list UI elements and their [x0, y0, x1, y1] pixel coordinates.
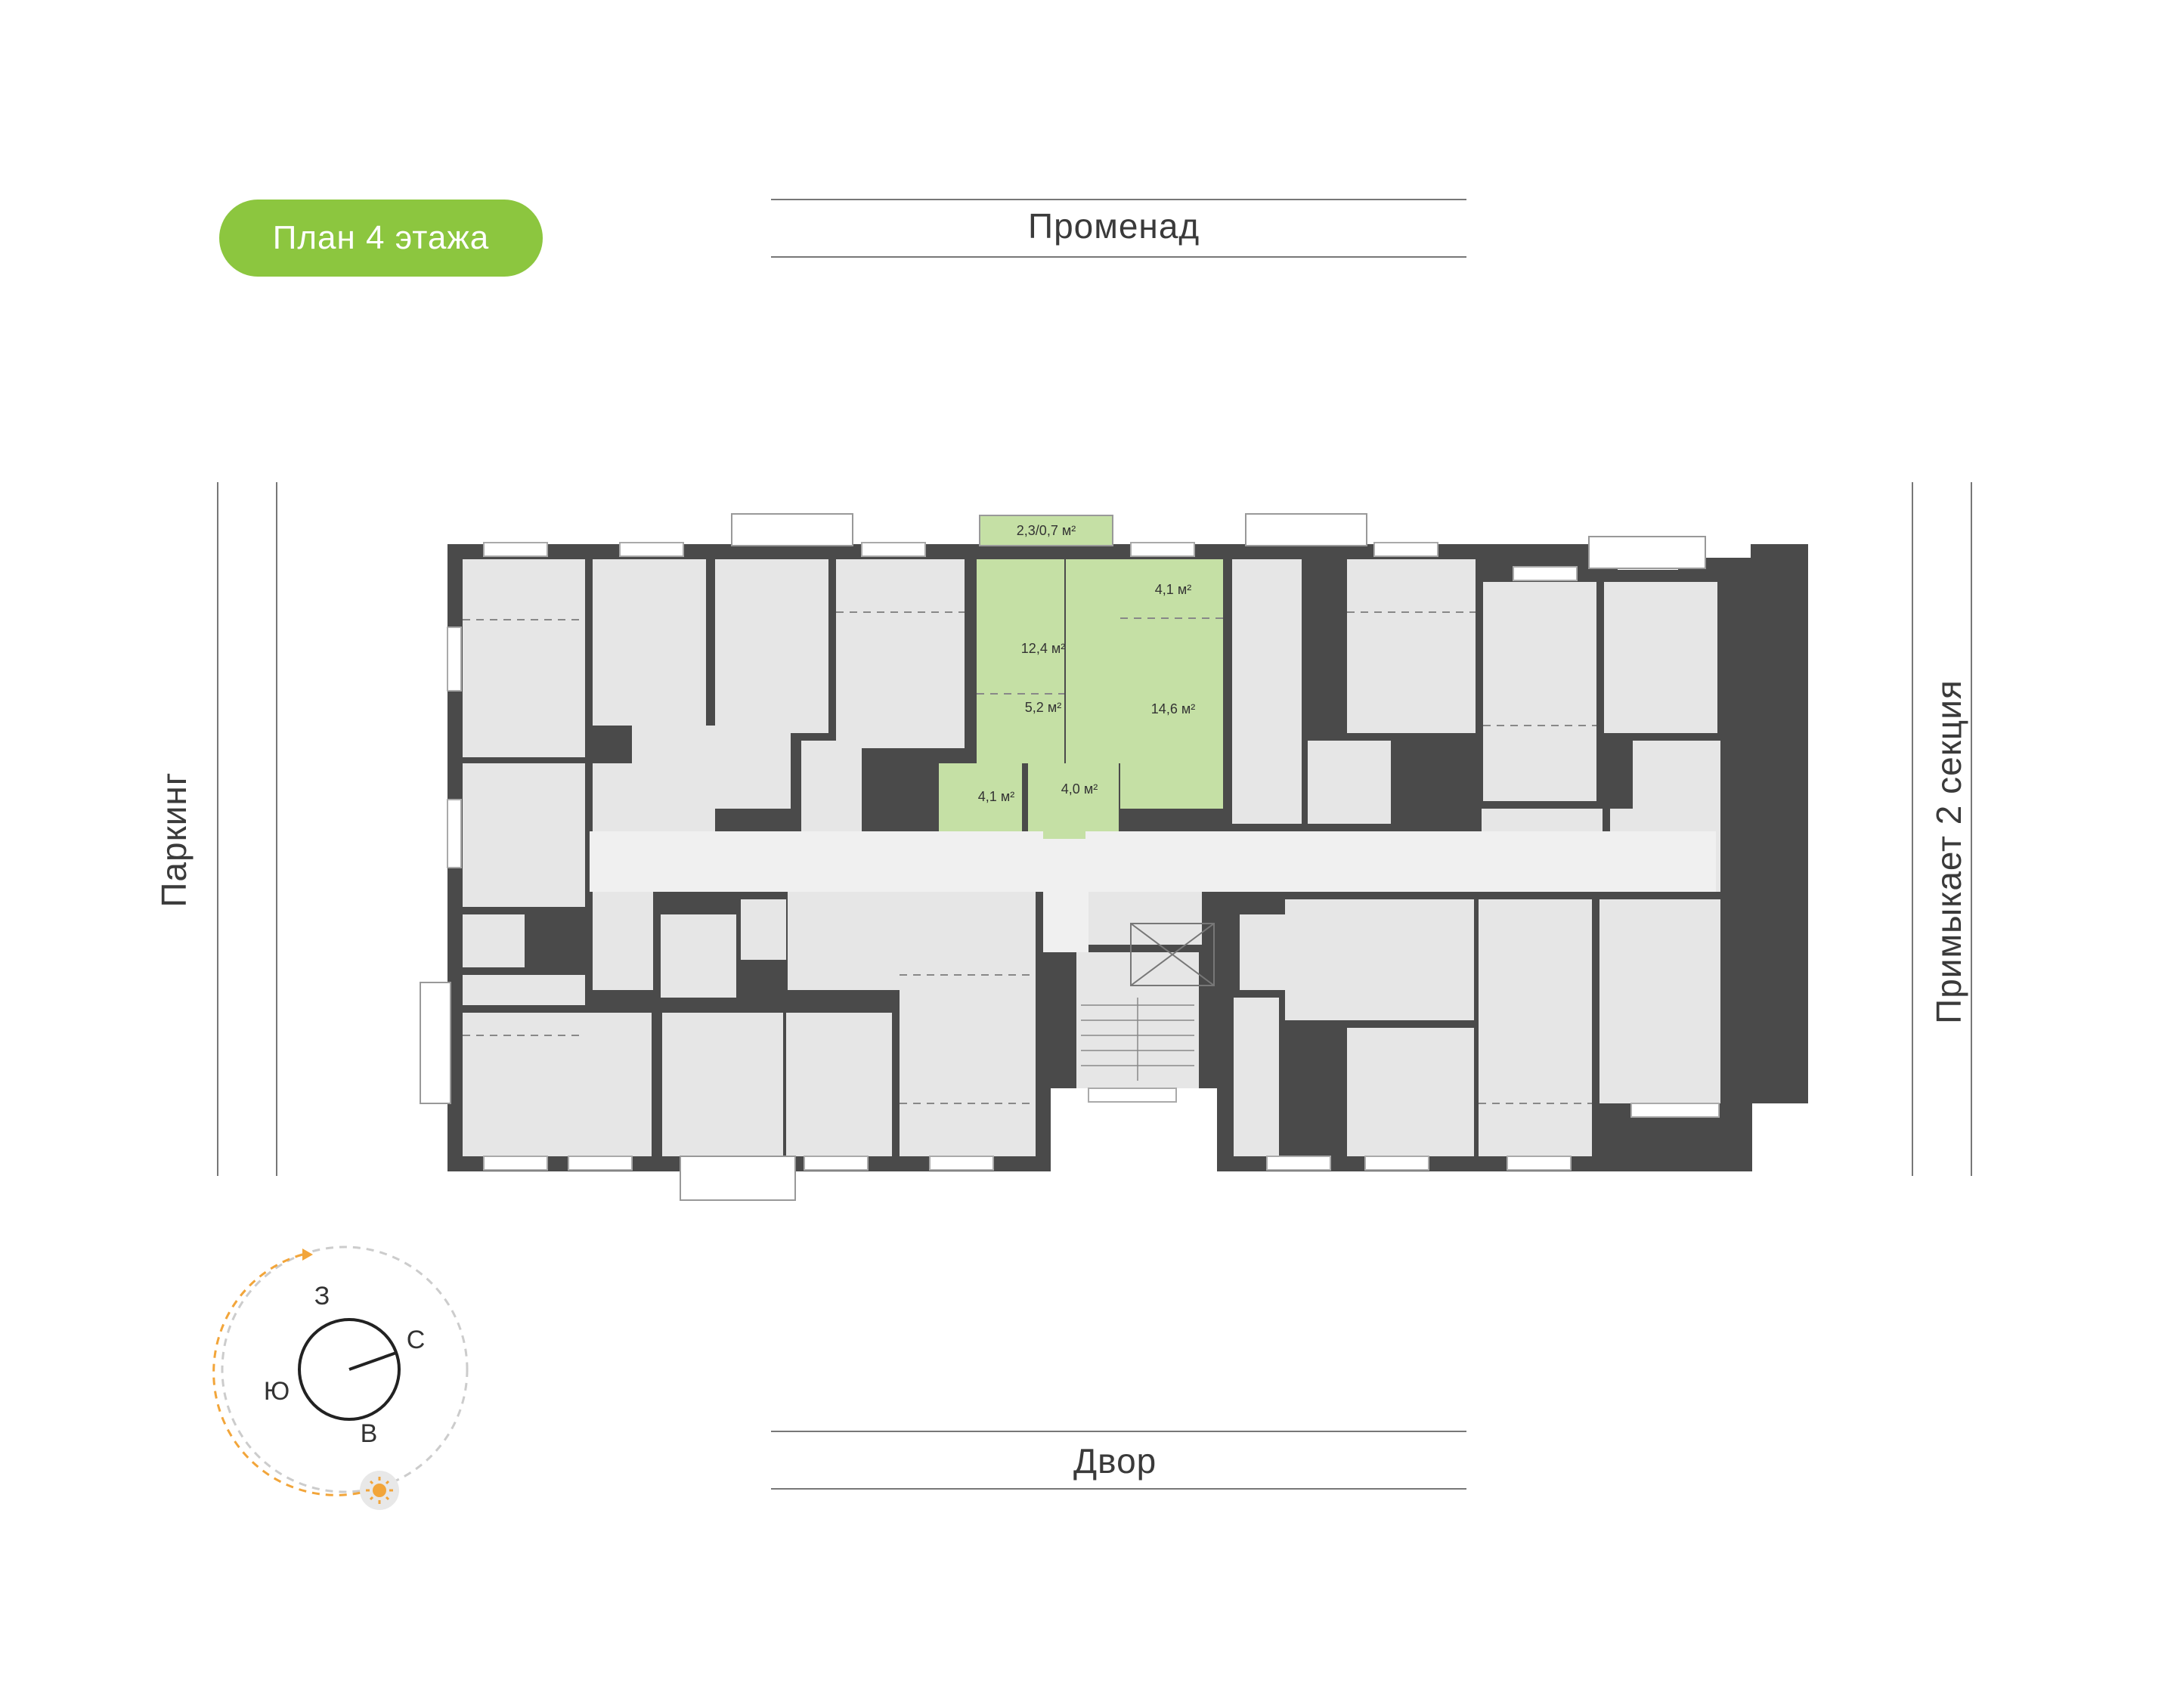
area-label-balcony: 2,3/0,7 м²	[1017, 523, 1076, 538]
area-label-hall: 4,0 м²	[1061, 781, 1098, 797]
corridors	[590, 831, 1716, 952]
compass-label-west: З	[314, 1282, 330, 1310]
windows	[447, 542, 1720, 1171]
balcony-highlight	[979, 515, 1113, 546]
area-label-loggia: 4,1 м²	[1155, 582, 1191, 597]
sun-path-arc	[212, 1253, 371, 1496]
elevator-shaft	[1130, 923, 1215, 986]
compass-label-east: В	[361, 1419, 378, 1448]
area-label-room: 12,4 м²	[1021, 641, 1065, 656]
dashed-dividers	[463, 611, 1596, 1104]
compass-label-north: С	[407, 1326, 426, 1354]
sun-path-circle	[221, 1245, 469, 1493]
street-label-top: Променад	[1028, 206, 1200, 246]
compass: З С Ю В	[212, 1245, 469, 1510]
highlighted-apartment	[939, 559, 1223, 839]
sun-icon	[360, 1471, 399, 1510]
compass-label-south: Ю	[264, 1377, 290, 1406]
sun-path-arrow	[302, 1249, 313, 1261]
stairs	[1081, 998, 1194, 1081]
floor-plan-badge: План 4 этажа	[219, 200, 543, 277]
compass-ring	[298, 1318, 401, 1421]
street-label-bottom: Двор	[1073, 1441, 1157, 1481]
street-lines	[217, 199, 1972, 1490]
area-label-living: 14,6 м²	[1151, 701, 1195, 716]
compass-needle	[348, 1351, 397, 1371]
balconies	[420, 513, 1706, 1201]
area-label-kitchen: 5,2 м²	[1025, 700, 1061, 715]
area-label-bathroom: 4,1 м²	[978, 789, 1014, 804]
